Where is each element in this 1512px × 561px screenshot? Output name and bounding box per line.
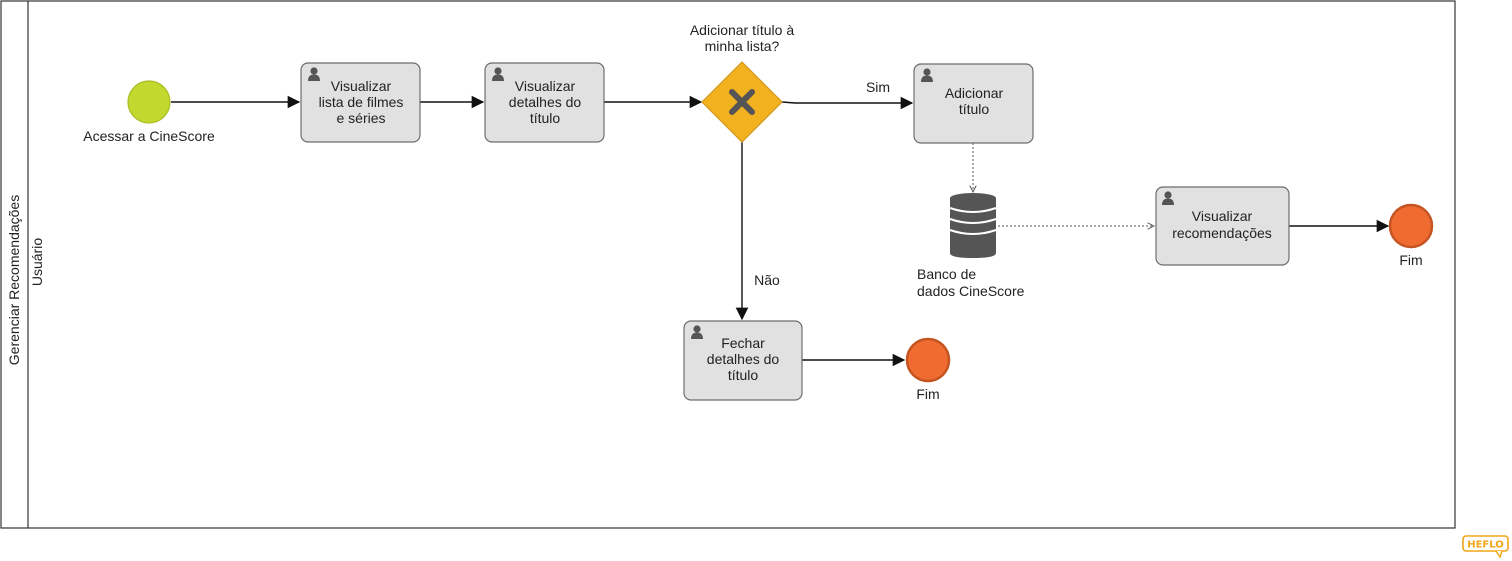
task-label-line-2: lista de filmes <box>319 94 404 110</box>
task-label-line-1: Visualizar <box>515 78 576 94</box>
task-fechar-detalhes[interactable]: Fechar detalhes do título <box>683 320 803 401</box>
heflo-logo-text: HEFLO <box>1467 540 1504 551</box>
heflo-logo: HEFLO <box>1462 535 1509 559</box>
task-visualizar-recomendacoes[interactable]: Visualizar recomendações <box>1155 186 1290 266</box>
task-label-line-1: Fechar <box>721 335 765 351</box>
flow-gateway-sim[interactable] <box>781 96 914 110</box>
task-label-line-3: título <box>530 110 561 126</box>
task-label-line-1: Visualizar <box>1192 208 1253 224</box>
gateway-x-icon <box>729 89 755 115</box>
end-event-label: Fim <box>1399 252 1422 268</box>
end-event-label: Fim <box>916 386 939 402</box>
lane-label: Usuário <box>29 238 45 286</box>
end-event-recomendacoes[interactable] <box>1388 203 1434 249</box>
gateway-label-line-1: Adicionar título à <box>690 22 794 38</box>
data-store-label-line-2: dados CineScore <box>917 283 1025 299</box>
data-store-icon[interactable] <box>949 193 997 258</box>
flow-label-nao: Não <box>754 272 780 288</box>
task-label-line-2: título <box>959 101 990 117</box>
start-event[interactable] <box>127 80 171 124</box>
task-visualizar-detalhes[interactable]: Visualizar detalhes do título <box>484 62 605 143</box>
start-event-label: Acessar a CineScore <box>83 128 215 144</box>
task-label-line-1: Visualizar <box>331 78 392 94</box>
task-label-line-3: título <box>728 367 759 383</box>
task-label-line-2: detalhes do <box>707 351 780 367</box>
exclusive-gateway[interactable] <box>701 61 783 143</box>
gateway-label-line-2: minha lista? <box>705 38 780 54</box>
task-visualizar-lista[interactable]: Visualizar lista de filmes e séries <box>300 62 421 143</box>
task-adicionar-titulo[interactable]: Adicionar título <box>913 63 1034 144</box>
task-label-line-1: Adicionar <box>945 85 1004 101</box>
task-label-line-3: e séries <box>336 110 385 126</box>
task-label-line-2: recomendações <box>1172 225 1272 241</box>
end-event-fechar[interactable] <box>905 337 951 383</box>
task-label-line-2: detalhes do <box>509 94 582 110</box>
data-store-label-line-1: Banco de <box>917 266 976 282</box>
flow-label-sim: Sim <box>866 79 890 95</box>
pool-label: Gerenciar Recomendações <box>6 195 22 365</box>
pool-border <box>0 0 1456 529</box>
